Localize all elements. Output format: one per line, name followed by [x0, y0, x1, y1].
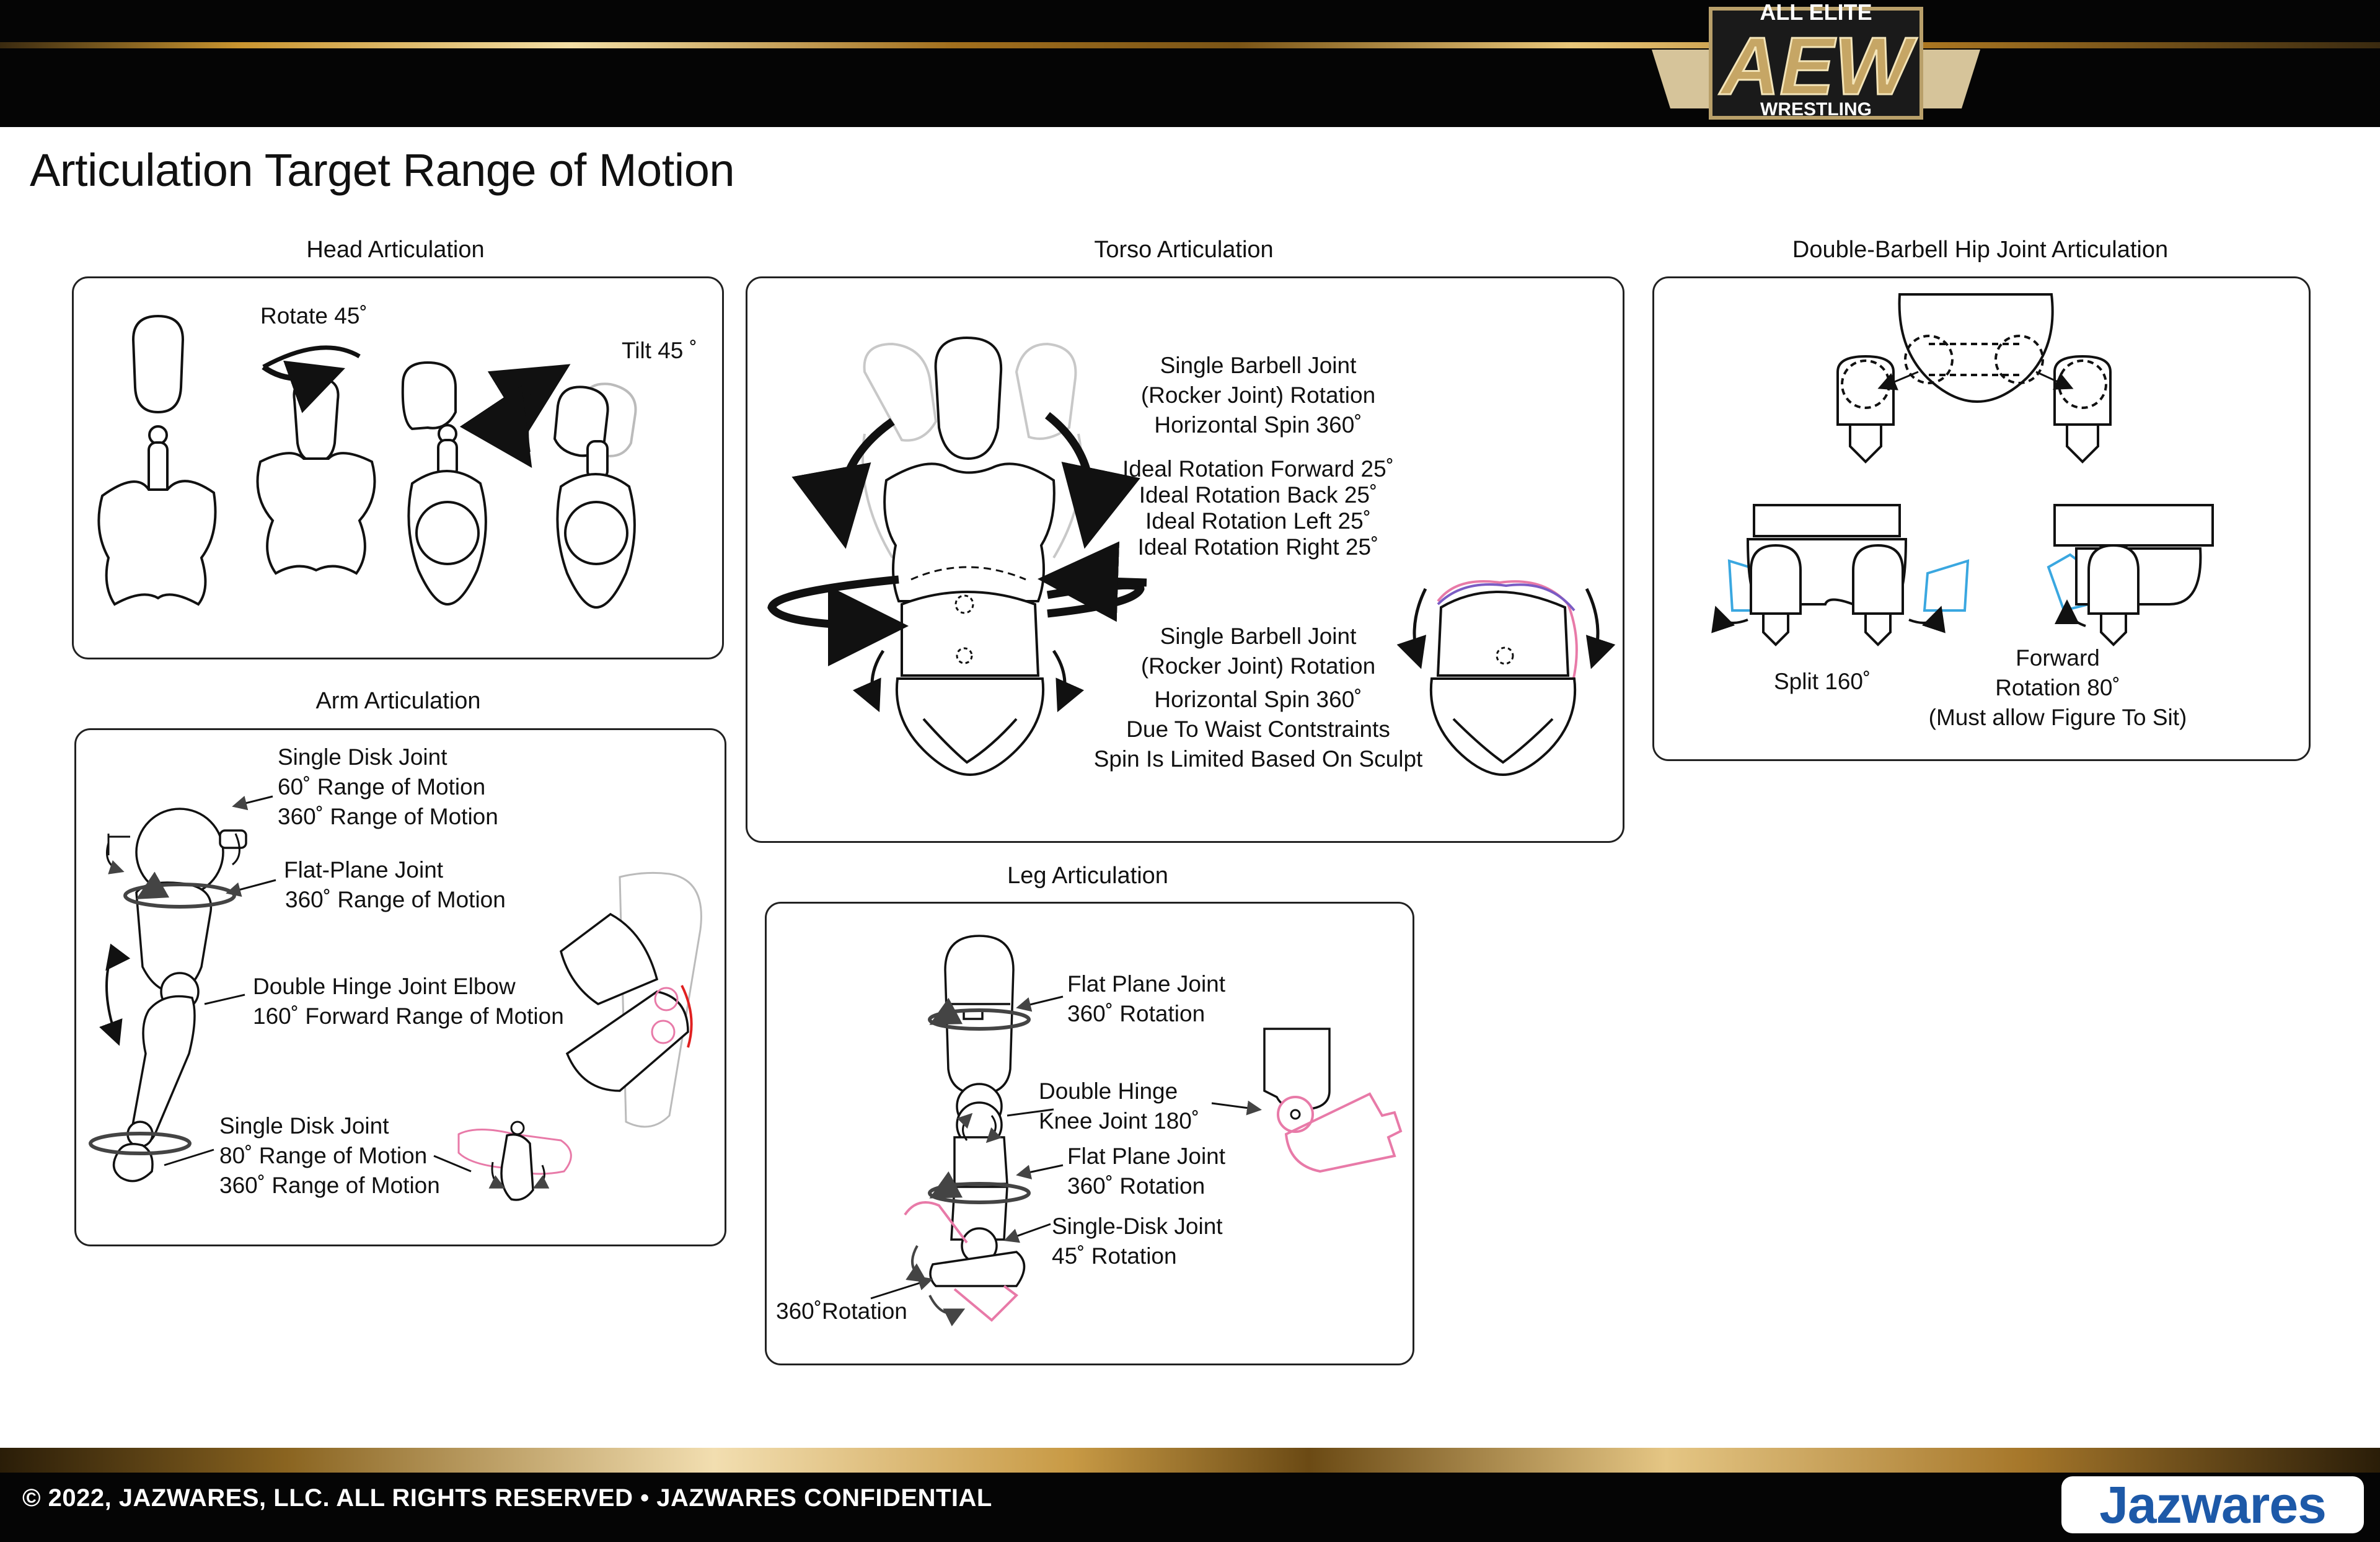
torso-upper-joint-label: Single Barbell Joint (Rocker Joint) Rota…	[1140, 353, 1376, 438]
torso-lower-right-arrow-icon	[1052, 650, 1085, 713]
svg-text:AEW: AEW	[1719, 20, 1917, 112]
svg-text:WRESTLING: WRESTLING	[1760, 99, 1872, 120]
torso-rotate-left-arrow-icon	[791, 418, 895, 549]
knee-detail-figure	[1263, 1028, 1403, 1173]
elbow-detail-figure	[559, 871, 702, 1128]
torso-figure-front	[883, 336, 1056, 777]
arm-articulation-title: Arm Articulation	[315, 688, 481, 714]
bicep-joint-label: Flat-Plane Joint 360˚ Range of Motion	[284, 857, 506, 912]
wrist-detail-figure	[457, 1121, 572, 1201]
hip-leg-right	[2053, 355, 2112, 464]
page-title: Articulation Target Range of Motion	[30, 144, 735, 196]
aew-logo: ALL ELITE AEW WRESTLING	[1652, 0, 1980, 120]
elbow-joint-label: Double Hinge Joint Elbow 160˚ Forward Ra…	[253, 974, 564, 1029]
leg-articulation-title: Leg Articulation	[1007, 863, 1168, 889]
hip-leg-left	[1836, 355, 1895, 464]
leg-figure	[929, 935, 1026, 1287]
torso-waist-figure	[1396, 580, 1616, 777]
tilt-arrow-down-icon	[459, 385, 536, 468]
foot-rotation-label: 360˚Rotation	[776, 1298, 907, 1324]
rotate-label: Rotate 45˚	[260, 303, 368, 328]
hip-pelvis-top	[1898, 293, 2054, 403]
torso-ideal-rotation-label: Ideal Rotation Forward 25˚ Ideal Rotatio…	[1122, 456, 1395, 560]
torso-spin-left-arrow-icon	[767, 575, 909, 666]
head-articulation-title: Head Articulation	[306, 237, 485, 263]
shoulder-joint-label: Single Disk Joint 60˚ Range of Motion 36…	[278, 744, 498, 829]
hip-split-figure	[1711, 504, 1970, 646]
torso-lower-joint-icon	[956, 647, 973, 664]
torso-upper-joint-dashed	[910, 566, 1026, 581]
copyright-text: © 2022, JAZWARES, LLC. ALL RIGHTS RESERV…	[22, 1484, 992, 1512]
thigh-joint-label: Flat Plane Joint 360˚ Rotation	[1067, 971, 1226, 1026]
torso-spin-right-arrow-icon	[1046, 581, 1145, 618]
header-gold-stripe	[0, 42, 2380, 48]
hip-articulation-title: Double-Barbell Hip Joint Articulation	[1792, 237, 2169, 263]
rotate-arrow-head-icon	[262, 360, 345, 413]
torso-rotate-right-arrow-icon	[1045, 412, 1140, 549]
split-label: Split 160˚	[1774, 669, 1871, 694]
torso-lower-joint-label: Single Barbell Joint (Rocker Joint) Rota…	[1093, 623, 1423, 772]
forward-rotation-label: Forward Rotation 80˚ (Must allow Figure …	[1928, 645, 2187, 730]
jazwares-logo: Jazwares	[2061, 1475, 2364, 1534]
head-figure-front	[97, 314, 217, 606]
torso-articulation-title: Torso Articulation	[1094, 237, 1274, 263]
svg-text:ALL ELITE: ALL ELITE	[1760, 0, 1872, 25]
boot-joint-label: Flat Plane Joint 360˚ Rotation	[1067, 1143, 1226, 1199]
head-figure-side	[401, 361, 487, 606]
head-figure-tilted	[553, 382, 637, 609]
ankle-joint-label: Single-Disk Joint 45˚ Rotation	[1052, 1214, 1223, 1269]
hip-sit-figure	[2047, 504, 2214, 646]
footer-gold-stripe	[0, 1448, 2380, 1473]
head-figure-rotated	[256, 376, 376, 575]
wrist-joint-label: Single Disk Joint 80˚ Range of Motion 36…	[219, 1113, 440, 1198]
rotate-arrow-icon	[262, 345, 361, 369]
torso-spin-right-head-icon	[1038, 541, 1147, 622]
header-bar	[0, 0, 2380, 127]
jazwares-logo-text: Jazwares	[2099, 1475, 2327, 1534]
torso-lower-left-arrow-icon	[852, 650, 885, 713]
leg-articulation-panel	[765, 902, 1414, 1365]
knee-joint-label: Double Hinge Knee Joint 180˚	[1039, 1078, 1200, 1134]
tilt-arrow-up-icon	[487, 364, 571, 453]
torso-barbell-joint-icon	[954, 594, 974, 614]
tilt-label: Tilt 45 ˚	[622, 338, 697, 363]
